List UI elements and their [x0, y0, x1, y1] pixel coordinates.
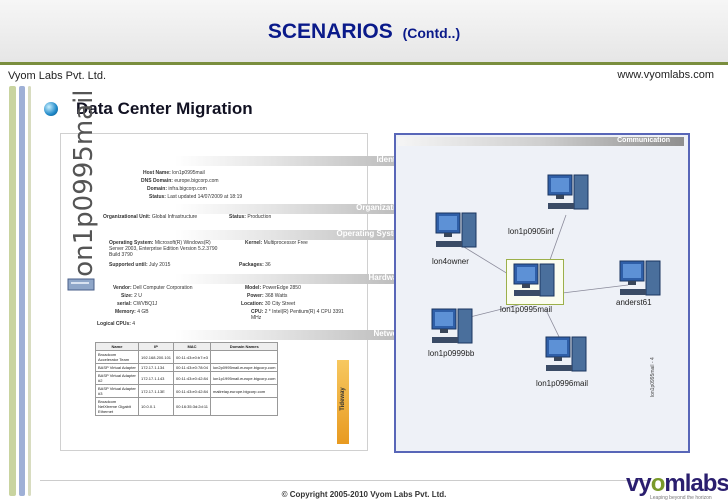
hw-location: Location: 30 City Street [241, 301, 296, 307]
network-cell [209, 397, 279, 416]
decor-bar [19, 86, 25, 496]
org-unit: Organizational Unit: Global Infrastructu… [103, 214, 198, 220]
header-rule [0, 62, 728, 65]
network-cell: Broadcom NetXtreme Gigabit Ethernet [95, 397, 139, 416]
network-cell: 192.168.200.101 [137, 350, 175, 364]
hw-model: Model: PowerEdge 2850 [245, 285, 301, 291]
network-cell: lon2p0995mail.europe.bigcorp.com [209, 363, 279, 372]
computer-icon [430, 307, 476, 358]
identity-dns: DNS Domain: europe.bigcorp.com [141, 178, 219, 184]
network-cell: 172.17.1.143 [137, 371, 175, 385]
node-label-top: lon1p0905inf [508, 227, 554, 236]
network-header-cell: MAC [173, 342, 211, 351]
computer-icon [434, 211, 480, 262]
os-system: Operating System: Microsoft(R) Windows(R… [109, 240, 218, 258]
identity-status: Status: Last updated 14/07/2009 at 18:19 [149, 194, 243, 200]
identity-hostname: Host Name: lon1p0995mail [143, 170, 205, 176]
network-cell: 00:11:43:e0:b7:e3 [173, 350, 211, 364]
os-packages: Packages: 36 [239, 262, 271, 268]
decor-bar [9, 86, 16, 496]
server-vertical-name: lon1p0995mail [69, 89, 99, 284]
diagram-corner-label: lon1p0995mail - 4 [650, 357, 656, 397]
os-supported: Supported until: July 2015 [109, 262, 171, 268]
network-cell: 00:11:43:e0:42:84 [173, 371, 211, 385]
network-cell: BASP Virtual Adapter #2 [95, 371, 139, 385]
decor-bar [28, 86, 31, 496]
company-name: Vyom Labs Pvt. Ltd. [8, 70, 107, 82]
slide-title-suffix: (Contd..) [402, 25, 461, 41]
slide-title-main: SCENARIOS [267, 20, 393, 43]
node-label-bottom-left: lon1p0999bb [428, 349, 475, 358]
vyomlabs-logo: vyomlabs [626, 470, 728, 497]
network-cell: Broadcom Accelerator Team [95, 350, 139, 364]
section-identity: Identity [175, 155, 413, 166]
slide-header-band [0, 0, 728, 62]
website-url: www.vyomlabs.com [617, 69, 714, 81]
network-cell: lon1p1995mail.europe.bigcorp.com [209, 371, 279, 385]
computer-icon [546, 173, 592, 224]
network-cell [209, 350, 279, 364]
section-hardware: Hardware [175, 273, 413, 284]
node-label-center: lon1p0995mail [500, 305, 553, 314]
org-status: Status: Production [229, 214, 272, 220]
network-cell: 00:16:35:3d:2d:11 [173, 397, 211, 416]
node-label-right: anderst61 [616, 298, 652, 307]
hw-serial: serial: CWVBQ1J [117, 301, 158, 307]
center-node-box [506, 259, 564, 305]
network-cell: 172.17.1.13E [137, 384, 175, 398]
hw-cpu: CPU: 2 * Intel(R) Pentium(R) 4 CPU 3391 … [251, 309, 344, 321]
section-heading: Data Center Migration [76, 99, 253, 118]
section-os: Operating System [175, 229, 413, 240]
section-organization: Organization [175, 203, 413, 214]
computer-icon [618, 259, 664, 310]
footer-rule [40, 480, 650, 481]
hw-size: Size: 2 U [121, 293, 142, 299]
hw-power: Power: 368 Watts [247, 293, 288, 299]
tideway-logo: Tideway [337, 360, 349, 444]
slide-title: SCENARIOS (Contd..) [0, 20, 728, 44]
section-communication: Communication [398, 137, 684, 146]
node-label-bottom-right: lon1p0996mail [536, 379, 589, 388]
copyright-text: © Copyright 2005-2010 Vyom Labs Pvt. Ltd… [281, 490, 447, 499]
hw-vendor: Vendor: Dell Computer Corporation [113, 285, 193, 291]
network-cell: 10.0.0.1 [137, 397, 175, 416]
network-header-cell: IP [137, 342, 175, 351]
network-header-cell: Name [95, 342, 139, 351]
network-cell: BASP Virtual Adapter [95, 363, 139, 372]
identity-domain: Domain: infra.bigcorp.com [147, 186, 207, 192]
network-cell: 00:11:43:e0:78:04 [173, 363, 211, 372]
brand-tagline: Leaping beyond the horizon [650, 495, 712, 501]
server-info-sheet: lon1p0995mail Identity Host Name: lon1p0… [60, 89, 413, 451]
hw-memory: Memory: 4 GB [115, 309, 149, 315]
network-cell: 172.17.1.134 [137, 363, 175, 372]
network-header-cell: Domain Names [209, 342, 279, 351]
network-cell: BASP Virtual Adapter #3 [95, 384, 139, 398]
server-icon [67, 278, 97, 292]
os-kernel: Kernel: Multiprocessor Free [245, 240, 308, 246]
section-network: Network [175, 329, 413, 340]
bullet-icon [44, 102, 58, 116]
hw-logical-cpus: Logical CPUs: 4 [97, 321, 136, 327]
communication-diagram: Communication lon1p0905inf lon4owner lon… [394, 133, 690, 453]
computer-icon [544, 335, 590, 386]
network-cell: mailrelay.europe.bigcorp.com [209, 384, 279, 398]
node-label-left: lon4owner [432, 257, 469, 266]
network-cell: 00:11:43:e0:42:84 [173, 384, 211, 398]
